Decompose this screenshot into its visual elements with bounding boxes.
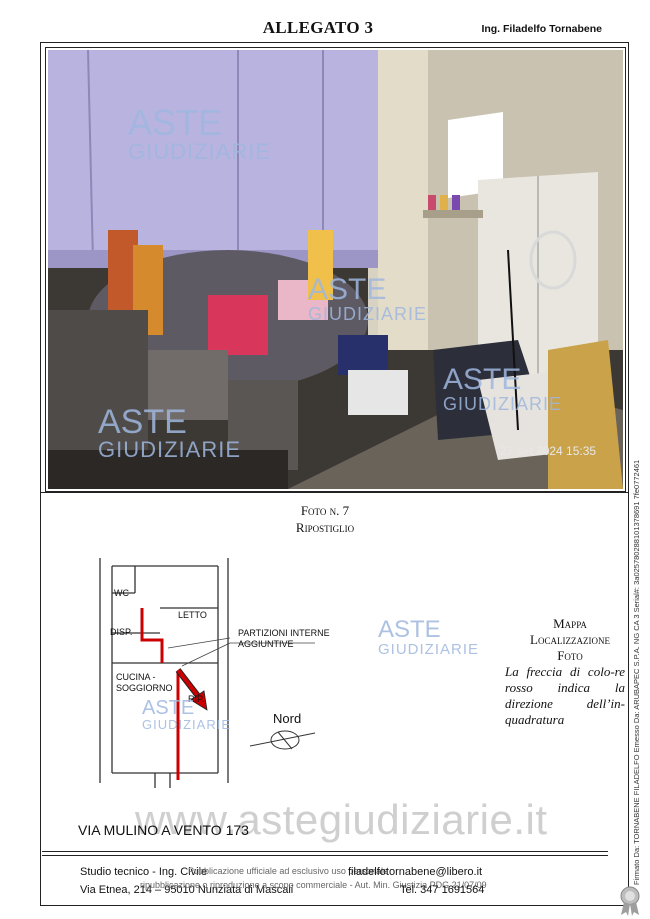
site-watermark: www.astegiudiziarie.it xyxy=(135,796,548,843)
author-name: Ing. Filadelfo Tornabene xyxy=(481,23,602,35)
footer-divider-top xyxy=(42,851,608,852)
room-label-disp: DISP. xyxy=(110,627,133,637)
footer-phone: Tel. 347 1691564 xyxy=(400,884,485,896)
direction-arrow xyxy=(175,668,208,711)
photo-timestamp: 27 set 2024 15:35 xyxy=(500,444,597,458)
watermark-logo: ASTE GIUDIZIARIE xyxy=(142,697,232,732)
north-compass-icon xyxy=(249,730,316,750)
watermark-logo: ASTE GIUDIZIARIE xyxy=(128,102,272,164)
floor-plan: WC DISP. LETTO CUCINA - SOGGIORNO RIP. P… xyxy=(60,548,480,798)
digital-signature-text: Firmato Da: TORNABENE FILADELFO Emesso D… xyxy=(632,459,641,885)
photo-number: Foto n. 7 xyxy=(300,503,350,518)
map-legend-description: La freccia di colo-re rosso indica la di… xyxy=(505,664,625,727)
north-label: Nord xyxy=(273,711,302,726)
room-label-letto: LETTO xyxy=(178,610,207,620)
photo-illustration xyxy=(48,50,623,489)
watermark-logo: ASTE GIUDIZIARIE xyxy=(308,273,428,324)
page-title: ALLEGATO 3 xyxy=(262,18,374,37)
floor-plan-drawing xyxy=(99,558,316,788)
property-address: VIA MULINO A VENTO 173 xyxy=(78,822,249,838)
photo-room-name: Ripostiglio xyxy=(295,520,355,535)
room-label-soggiorno: SOGGIORNO xyxy=(116,683,173,693)
room-label-rip: RIP. xyxy=(188,694,205,704)
photo-frame: ASTE GIUDIZIARIE ASTE GIUDIZIARIE ASTE G… xyxy=(45,47,626,492)
footer-email: filadelfotornabene@libero.it xyxy=(348,866,483,878)
section-divider xyxy=(40,492,629,493)
room-label-wc: WC xyxy=(114,588,129,598)
room-label-cucina: CUCINA - xyxy=(116,672,156,682)
watermark-logo: ASTE GIUDIZIARIE xyxy=(98,403,242,462)
partition-label-line2: AGGIUNTIVE xyxy=(238,639,294,649)
watermark-logo: ASTE GIUDIZIARIE xyxy=(378,616,480,658)
footer-address: Via Etnea, 214 – 95010 Nunziata di Masca… xyxy=(80,884,294,896)
footer-studio: Studio tecnico - Ing. Civile xyxy=(80,866,208,878)
partition-label-line1: PARTIZIONI INTERNE xyxy=(238,628,330,638)
certificate-seal-icon xyxy=(620,886,640,916)
footer-overlay-line1: Pubblicazione ufficiale ad esclusivo uso… xyxy=(188,866,388,876)
footer-overlay-line2: ripubblicazione o riproduzione a scopo c… xyxy=(140,880,487,890)
watermark-logo: ASTE GIUDIZIARIE xyxy=(443,363,563,414)
map-legend-title: Mappa Localizzazione Foto xyxy=(530,616,610,663)
storage-room-photo: ASTE GIUDIZIARIE ASTE GIUDIZIARIE ASTE G… xyxy=(48,50,623,489)
page-frame xyxy=(40,42,629,906)
footer-divider-top-thin xyxy=(42,855,608,856)
